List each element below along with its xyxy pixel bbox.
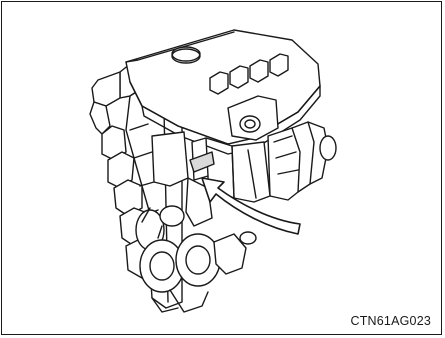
figure-frame: CTN61AG023 [1, 1, 442, 335]
engine-illustration-icon [2, 2, 443, 336]
figure-code-label: CTN61AG023 [350, 314, 431, 328]
